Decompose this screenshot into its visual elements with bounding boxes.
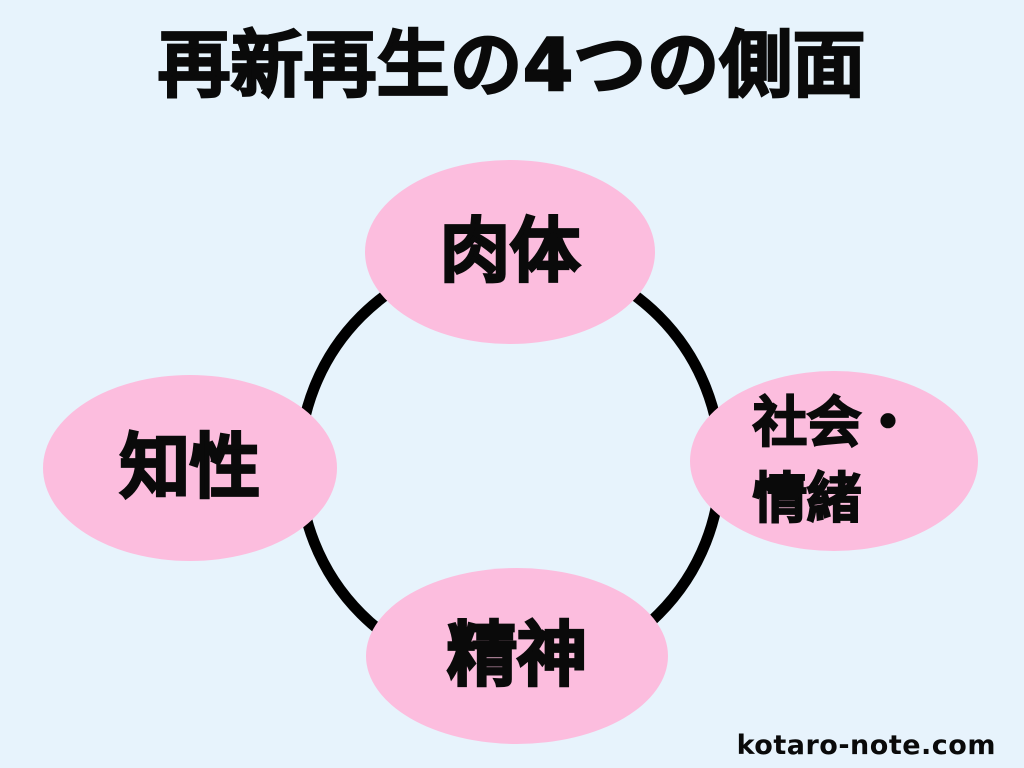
- watermark: kotaro-note.com: [736, 730, 996, 761]
- node-spiritual: 精神: [366, 568, 668, 744]
- node-spiritual-label: 精神: [446, 614, 589, 697]
- node-social-emotional-label: 社会・情緒: [752, 385, 916, 537]
- node-physical-label: 肉体: [439, 210, 582, 293]
- node-social-emotional-label-line2: 情緒: [752, 466, 862, 531]
- node-social-emotional: 社会・情緒: [690, 371, 978, 551]
- node-mental: 知性: [43, 375, 337, 561]
- node-social-emotional-label-line1: 社会・: [752, 390, 916, 455]
- node-physical: 肉体: [365, 160, 655, 344]
- node-mental-label: 知性: [119, 426, 262, 509]
- page-title: 再新再生の4つの側面: [157, 22, 867, 107]
